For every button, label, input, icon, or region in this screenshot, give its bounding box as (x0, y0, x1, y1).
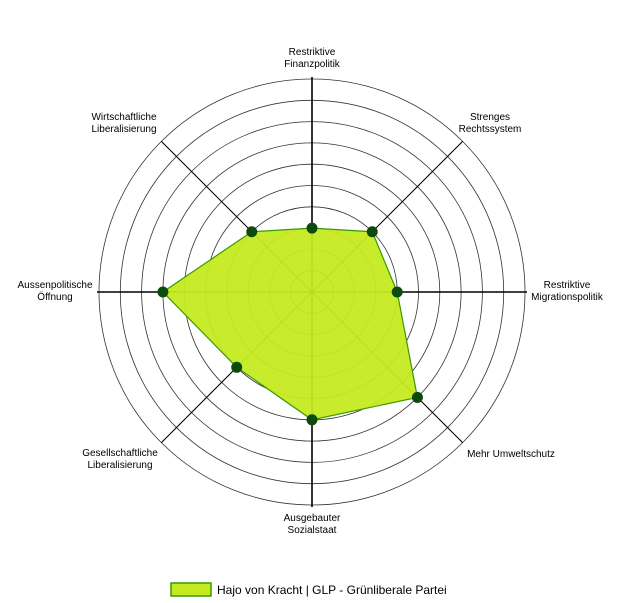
data-point[interactable] (306, 414, 318, 426)
data-point[interactable] (411, 391, 423, 403)
data-point[interactable] (231, 361, 243, 373)
legend-label: Hajo von Kracht | GLP - Grünliberale Par… (217, 583, 447, 597)
legend-swatch[interactable] (170, 582, 212, 597)
data-point[interactable] (366, 226, 378, 238)
data-point[interactable] (391, 286, 403, 298)
legend[interactable]: Hajo von Kracht | GLP - Grünliberale Par… (170, 582, 447, 597)
data-point[interactable] (306, 222, 318, 234)
data-point[interactable] (246, 226, 258, 238)
data-point[interactable] (157, 286, 169, 298)
radar-series (157, 222, 423, 426)
axis-label: Mehr Umweltschutz (467, 449, 555, 460)
